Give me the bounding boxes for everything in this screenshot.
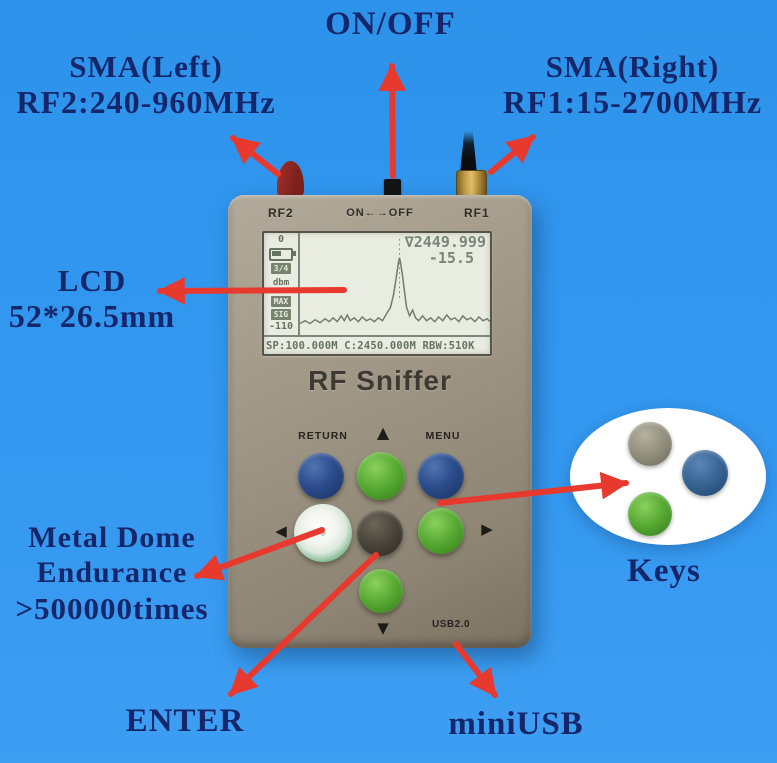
sma-left-arrow — [230, 135, 281, 177]
lcd-sig-badge: SIG — [270, 308, 292, 321]
rf2-antenna — [277, 161, 304, 197]
right-arrow-icon: ▶ — [481, 520, 493, 538]
power-switch-label: ON←→OFF — [346, 207, 414, 219]
battery-icon — [269, 247, 296, 261]
frequency-readout: ∇2449.999 -15.5 — [405, 234, 486, 266]
sma-left-range: RF2:240-960MHz — [16, 83, 276, 120]
device-title: RF Sniffer — [308, 365, 452, 396]
sma-right-label: SMA(Right) RF1:15-2700MHz — [488, 49, 777, 121]
lcd-title: LCD — [57, 263, 127, 298]
up-arrow-icon: ▲ — [376, 423, 390, 442]
rf-sniffer-device: RF2 ON←→OFF RF1 0 3/4 dbm MAX SIG -110 — [228, 195, 532, 648]
sma-left-title: SMA(Left) — [69, 49, 223, 84]
mini-usb-label: miniUSB — [448, 706, 584, 742]
inset-gray-key — [628, 422, 672, 466]
on-off-label: ON/OFF — [325, 6, 456, 42]
inset-blue-key — [682, 450, 728, 496]
sma-left-label: SMA(Left) RF2:240-960MHz — [0, 49, 292, 121]
lcd-status-bar: SP:100.000M C:2450.000M RBW:510K — [264, 335, 490, 354]
lcd-scale-badge: 3/4 — [270, 262, 292, 274]
return-button[interactable] — [298, 453, 344, 499]
metal-dome-line1: Metal Dome — [28, 521, 196, 554]
rf1-antenna — [459, 131, 478, 177]
lcd-size: 52*26.5mm — [8, 297, 176, 334]
sma-right-range: RF1:15-2700MHz — [502, 83, 763, 120]
rf1-port-label: RF1 — [464, 206, 490, 220]
lcd-label: LCD 52*26.5mm — [2, 263, 182, 335]
down-button[interactable] — [359, 569, 403, 613]
power-switch[interactable] — [384, 179, 401, 196]
peak-frequency: 2449.999 — [413, 233, 486, 251]
inset-green-key — [628, 492, 672, 536]
rf1-sma-connector — [456, 170, 487, 197]
right-button[interactable] — [418, 508, 464, 554]
spectrum-plot: ∇2449.999 -15.5 — [300, 233, 490, 335]
on-off-arrow — [378, 63, 407, 179]
lcd-main-area: 0 3/4 dbm MAX SIG -110 ∇2449.999 -15.5 — [264, 233, 490, 335]
up-button[interactable] — [357, 452, 405, 500]
metal-dome-label: Metal Dome Endurance >500000times — [0, 520, 224, 627]
metal-dome-line3: >500000times — [15, 590, 209, 626]
lcd-screen: 0 3/4 dbm MAX SIG -110 ∇2449.999 -15.5 — [262, 231, 492, 356]
sma-right-title: SMA(Right) — [545, 49, 720, 84]
enter-label: ENTER — [125, 703, 245, 739]
rf2-port-label: RF2 — [268, 206, 294, 220]
usb-port-label: USB2.0 — [432, 619, 471, 630]
enter-button[interactable] — [357, 510, 403, 556]
metal-dome-line2: Endurance — [36, 556, 188, 590]
left-dome-button[interactable] — [294, 504, 352, 562]
lcd-side-icons: 0 3/4 dbm MAX SIG -110 — [264, 233, 300, 335]
spectrum-trace — [300, 257, 490, 325]
peak-level: -15.5 — [428, 249, 474, 267]
peak-marker-glyph: ∇ — [404, 233, 414, 251]
lcd-max-badge: MAX — [270, 295, 292, 307]
keys-inset — [570, 408, 766, 545]
menu-button[interactable] — [418, 453, 464, 499]
keys-label: Keys — [627, 553, 701, 589]
menu-button-label: MENU — [425, 430, 461, 442]
lcd-marker-count: 0 — [277, 234, 285, 245]
down-arrow-icon: ▼ — [377, 619, 389, 637]
lcd-floor-level: -110 — [268, 321, 294, 333]
return-button-label: RETURN — [298, 430, 348, 442]
left-arrow-icon: ◀ — [275, 522, 287, 540]
mini-usb-arrow — [453, 641, 498, 698]
sma-right-arrow — [488, 134, 536, 175]
spectrum-trace-svg — [300, 238, 490, 325]
lcd-unit-label: dbm — [272, 277, 290, 288]
